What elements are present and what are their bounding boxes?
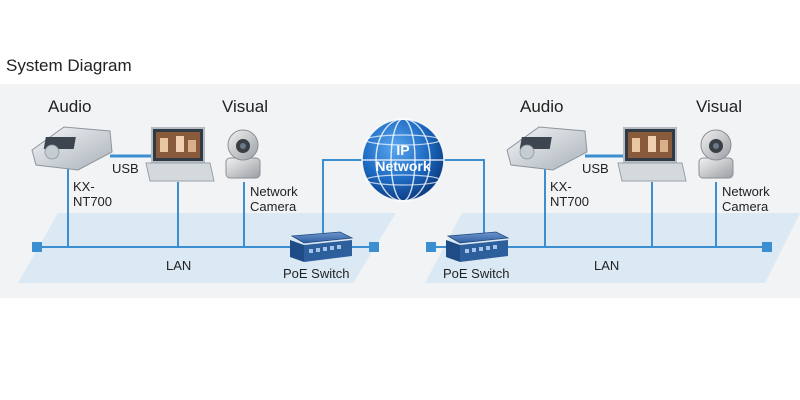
network-camera-icon	[225, 129, 261, 179]
ip-network-line2: Network	[375, 158, 431, 174]
right-lan-label: LAN	[594, 258, 620, 273]
poe-switch-icon	[290, 231, 354, 262]
right-switch-label: PoE Switch	[443, 266, 510, 281]
right-camera-label-line1: Network	[722, 184, 770, 199]
device-links	[67, 154, 717, 247]
left-phone-label-line2: NT700	[73, 194, 113, 209]
left-usb-label: USB	[112, 161, 139, 176]
ip-network-label: IP Network	[363, 142, 443, 174]
left-visual-heading: Visual	[222, 97, 268, 116]
ip-network-globe	[361, 118, 445, 202]
right-phone-label-line2: NT700	[550, 194, 590, 209]
conference-phone-icon	[31, 126, 113, 171]
ip-network-line1: IP	[396, 142, 410, 158]
left-lan-label: LAN	[166, 258, 192, 273]
conference-phone-icon	[506, 126, 588, 171]
right-camera-label-line2: Camera	[722, 199, 769, 214]
page-title: System Diagram	[6, 56, 132, 75]
left-phone-label-line1: KX-	[73, 179, 95, 194]
lan-endpoint-left-b	[369, 242, 379, 252]
lan-endpoint-left-a	[32, 242, 42, 252]
lan-endpoint-right-a	[426, 242, 436, 252]
left-audio-heading: Audio	[48, 97, 92, 116]
right-visual-heading: Visual	[696, 97, 742, 116]
laptop-icon	[617, 127, 687, 182]
left-camera-label-line2: Camera	[250, 199, 297, 214]
left-camera-label-line1: Network	[250, 184, 298, 199]
right-phone-label-line1: KX-	[550, 179, 572, 194]
lan-endpoint-right-b	[762, 242, 772, 252]
network-camera-icon	[698, 129, 734, 179]
right-audio-heading: Audio	[520, 97, 564, 116]
poe-switch-icon	[446, 231, 510, 262]
right-usb-label: USB	[582, 161, 609, 176]
laptop-icon	[145, 127, 215, 182]
left-switch-label: PoE Switch	[283, 266, 350, 281]
